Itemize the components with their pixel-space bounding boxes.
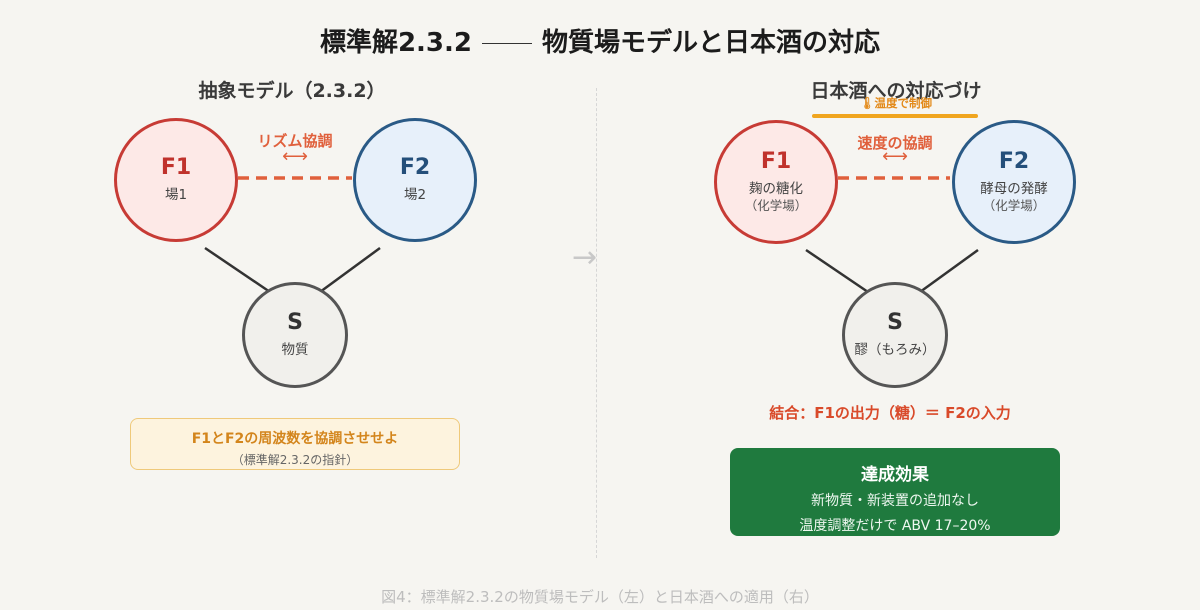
- right-f1-name: F1: [760, 148, 792, 174]
- right-f2-sub: 酵母の発酵: [980, 180, 1048, 197]
- result-line-2: 温度調整だけで ABV 17–20%: [799, 518, 991, 534]
- right-f2-s-line: [919, 248, 979, 294]
- center-arrow-icon: →: [572, 240, 598, 275]
- temperature-bar: [812, 114, 978, 118]
- right-s-name: S: [887, 310, 903, 336]
- right-s-sub: 醪（もろみ）: [854, 342, 936, 359]
- left-f2-name: F2: [399, 155, 431, 181]
- title-right: 物質場モデルと日本酒の対応: [542, 28, 881, 58]
- right-f1-sub2: （化学場）: [744, 198, 808, 214]
- right-heading: 日本酒への対応づけ: [810, 80, 982, 102]
- right-f1-sub: 麹の糖化: [749, 180, 803, 197]
- left-double-arrow-icon: ⟷: [282, 146, 308, 167]
- left-f1-s-line: [204, 246, 271, 294]
- right-double-arrow-icon: ⟷: [882, 146, 908, 167]
- right-f1-s-line: [805, 248, 869, 294]
- figure-caption: 図4：標準解2.3.2の物質場モデル（左）と日本酒への適用（右）: [381, 588, 819, 606]
- speed-label: 速度の協調: [857, 134, 933, 152]
- hint-sub: （標準解2.3.2の指針）: [231, 453, 359, 467]
- left-f1-name: F1: [160, 155, 192, 181]
- right-f1-node: F1 麹の糖化 （化学場）: [714, 120, 838, 244]
- page-title: 標準解2.3.2 物質場モデルと日本酒の対応: [0, 22, 1200, 59]
- thermometer-icon: 🌡: [859, 96, 875, 110]
- hint-box: F1とF2の周波数を協調させせよ （標準解2.3.2の指針）: [130, 418, 460, 470]
- left-f1-node: F1 場1: [114, 118, 238, 242]
- right-s-node: S 醪（もろみ）: [842, 282, 948, 388]
- left-f2-node: F2 場2: [353, 118, 477, 242]
- title-left: 標準解2.3.2: [319, 28, 472, 58]
- title-dash: [482, 43, 532, 44]
- temperature-control-label: 🌡温度で制御: [814, 95, 978, 111]
- left-s-sub: 物質: [281, 342, 309, 359]
- hint-main: F1とF2の周波数を協調させせよ: [191, 431, 399, 447]
- temp-label-text: 温度で制御: [874, 96, 933, 110]
- left-f2-sub: 場2: [403, 187, 427, 204]
- result-box: 達成効果 新物質・新装置の追加なし 温度調整だけで ABV 17–20%: [730, 448, 1060, 536]
- left-heading: 抽象モデル（2.3.2）: [198, 80, 386, 102]
- section-divider: [596, 88, 597, 558]
- coupling-text: 結合：F1の出力（糖）＝ F2の入力: [769, 404, 1011, 422]
- right-f2-sub2: （化学場）: [982, 198, 1046, 214]
- rhythm-label: リズム協調: [257, 132, 333, 150]
- result-line-1: 新物質・新装置の追加なし: [811, 493, 979, 509]
- left-s-node: S 物質: [242, 282, 348, 388]
- left-s-name: S: [287, 310, 303, 336]
- right-f2-node: F2 酵母の発酵 （化学場）: [952, 120, 1076, 244]
- left-f2-s-line: [319, 246, 381, 294]
- result-title: 達成効果: [861, 465, 929, 485]
- left-f1-sub: 場1: [164, 187, 188, 204]
- right-f2-name: F2: [998, 148, 1030, 174]
